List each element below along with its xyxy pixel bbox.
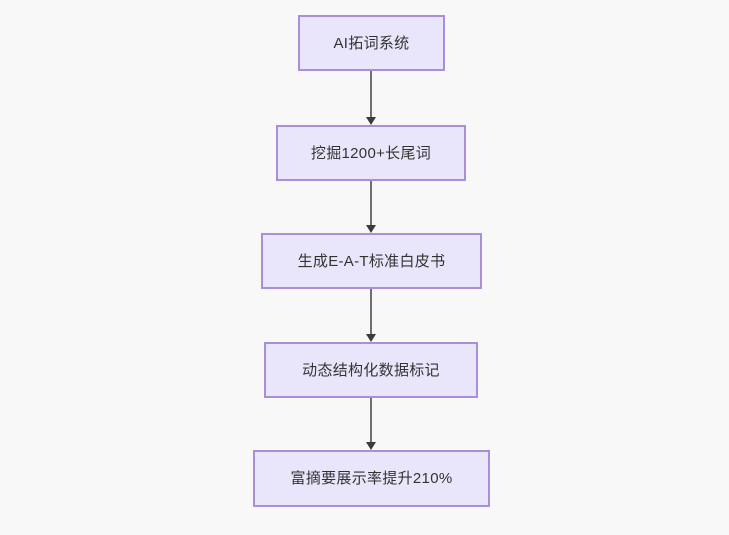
flow-arrow-connector bbox=[361, 398, 381, 450]
flow-node-3[interactable]: 生成E-A-T标准白皮书 bbox=[261, 233, 482, 289]
flow-node-2[interactable]: 挖掘1200+长尾词 bbox=[276, 125, 466, 181]
arrow-shaft bbox=[370, 289, 372, 335]
arrowhead-down-icon bbox=[366, 334, 376, 342]
arrowhead-down-icon bbox=[366, 225, 376, 233]
flow-node-5[interactable]: 富摘要展示率提升210% bbox=[253, 450, 490, 507]
flow-node-label: 生成E-A-T标准白皮书 bbox=[297, 252, 446, 270]
flow-node-label: 挖掘1200+长尾词 bbox=[310, 144, 432, 162]
flow-node-1[interactable]: AI拓词系统 bbox=[298, 15, 445, 71]
flow-node-label: 富摘要展示率提升210% bbox=[290, 470, 453, 487]
arrowhead-down-icon bbox=[366, 442, 376, 450]
arrow-shaft bbox=[370, 181, 372, 226]
flow-arrow-connector bbox=[361, 71, 381, 125]
arrow-shaft bbox=[370, 398, 372, 443]
flow-node-4[interactable]: 动态结构化数据标记 bbox=[264, 342, 478, 398]
flow-arrow-connector bbox=[361, 289, 381, 342]
flow-node-label: AI拓词系统 bbox=[333, 34, 410, 52]
flow-arrow-connector bbox=[361, 181, 381, 233]
arrowhead-down-icon bbox=[366, 117, 376, 125]
arrow-shaft bbox=[370, 71, 372, 118]
flow-node-label: 动态结构化数据标记 bbox=[302, 361, 440, 379]
